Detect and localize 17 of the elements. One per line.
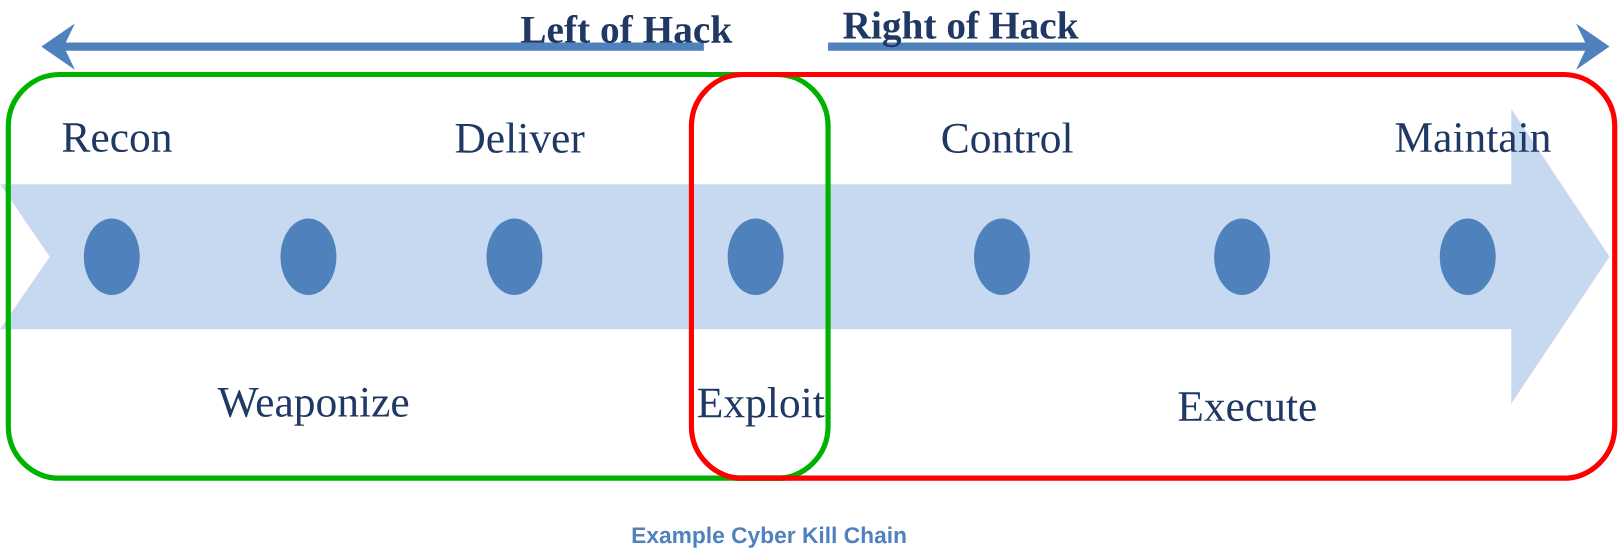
stage-label: Weaponize (217, 387, 409, 426)
stage-dot (280, 218, 337, 295)
arrow-label: Right of Hack (843, 10, 1079, 48)
caption: Example Cyber Kill Chain (632, 526, 906, 548)
stage-dot (1214, 218, 1271, 295)
arrow-label: Left of Hack (520, 14, 733, 44)
stage-dot (486, 218, 543, 295)
stage-label: Maintain (1395, 123, 1551, 153)
stage-label: Exploit (698, 387, 825, 427)
stage-dot (83, 218, 140, 295)
stage-label: Deliver (455, 122, 585, 153)
stage-dot (1439, 218, 1496, 295)
stage-label: Execute (1178, 392, 1316, 422)
stage-label: Control (942, 122, 1073, 153)
stage-dot (727, 218, 784, 295)
stage-dot (974, 218, 1030, 295)
stage-label: Recon (62, 123, 172, 153)
